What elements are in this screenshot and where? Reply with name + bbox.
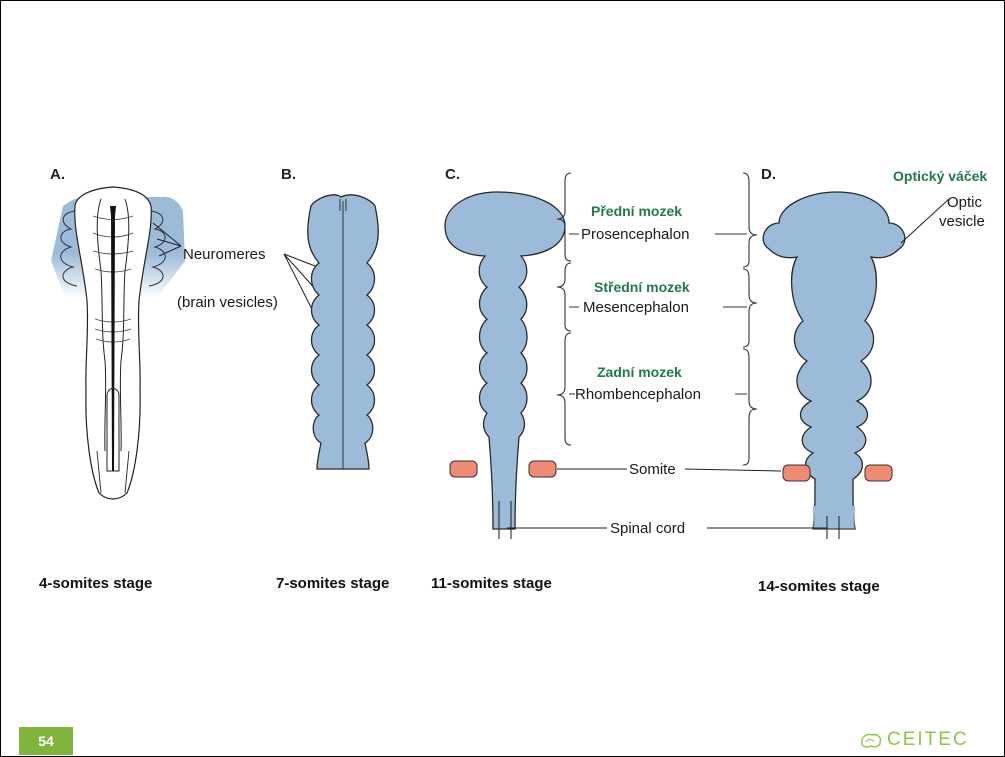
prosencephalon-label: Prosencephalon [581,226,689,243]
stage-caption-d: 14-somites stage [758,578,880,595]
embryo-d [763,192,905,539]
somite-c-right [529,461,556,477]
bracket-left-rhombencephalon [557,333,571,445]
bracket-right-prosencephalon [743,173,757,267]
somite-leader-right [685,469,781,471]
ceitec-logo-text: CEITEC [887,729,969,751]
zadni-mozek-label: Zadní mozek [597,364,682,380]
embryo-a [51,187,185,499]
ceitec-logo: CEITEC [859,729,969,751]
panel-letter-d: D. [761,166,776,183]
optic-label: Optic [947,194,983,211]
opticky-vacek-label: Optický váček [893,168,987,184]
mesencephalon-label: Mesencephalon [583,299,689,316]
neuromeres-label: Neuromeres [183,246,266,263]
bracket-right-mesencephalon [743,269,757,347]
rhombencephalon-label: Rhombencephalon [575,386,701,403]
somite-c-left [450,461,477,477]
stage-caption-b: 7-somites stage [276,575,389,592]
panel-letter-c: C. [445,166,460,183]
embryo-b [308,195,379,469]
panel-letter-b: B. [281,166,296,183]
bracket-left-mesencephalon [557,263,571,331]
spinal-cord-label: Spinal cord [610,520,685,537]
brain-vesicles-label: (brain vesicles) [177,294,278,311]
stage-caption-c: 11-somites stage [431,575,552,592]
page-number: 54 [38,733,54,749]
page-number-badge: 54 [19,727,73,755]
somite-label: Somite [629,461,676,478]
somite-d-left [783,465,810,481]
stredni-mozek-label: Střední mozek [594,279,690,295]
embryo-c [445,192,565,539]
ceitec-leaf-icon [859,731,883,749]
predni-mozek-label: Přední mozek [591,203,682,219]
stage-caption-a: 4-somites stage [39,575,152,592]
somite-d-right [865,465,892,481]
panel-letter-a: A. [50,166,65,183]
bracket-right-rhombencephalon [743,349,757,465]
vesicle-label: vesicle [939,213,985,230]
